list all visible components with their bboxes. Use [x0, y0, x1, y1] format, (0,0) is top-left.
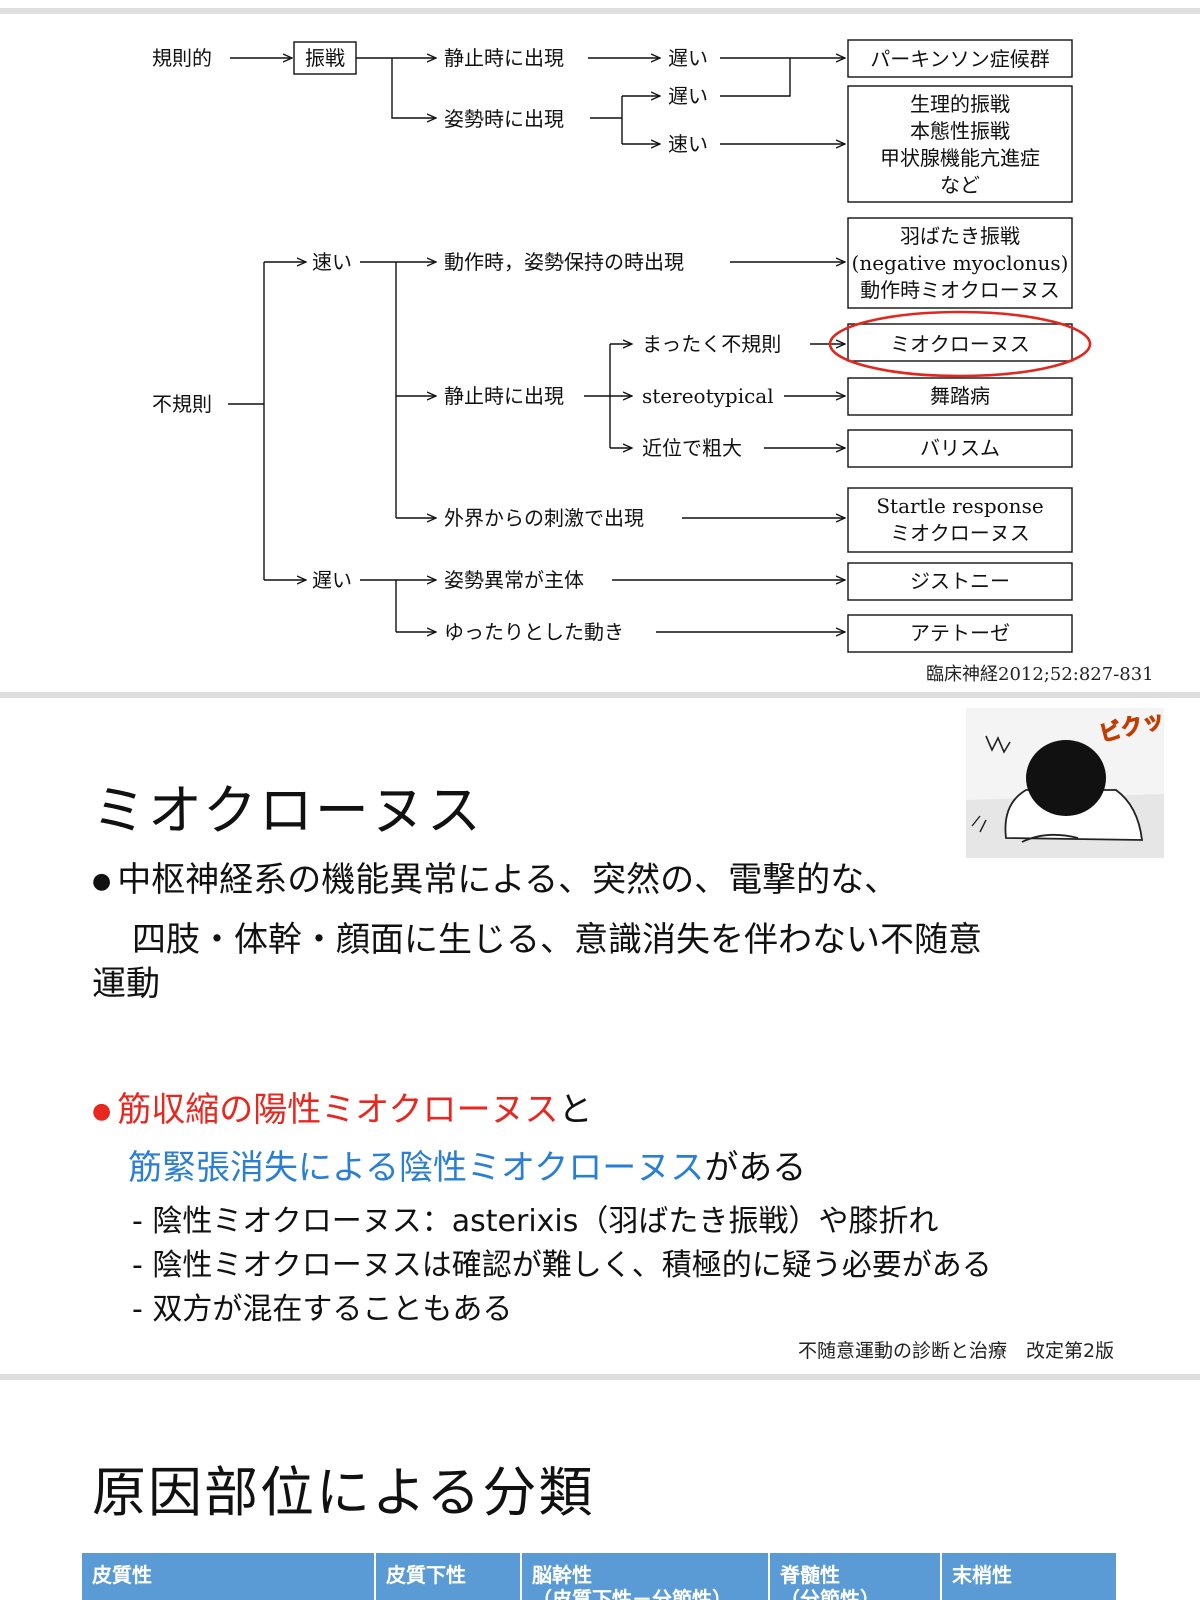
node-myoclonus: ミオクローヌス	[890, 332, 1030, 356]
node-athetosis: アテトーゼ	[910, 621, 1010, 645]
flowchart-citation: 臨床神経2012;52:827-831	[926, 664, 1154, 685]
bullet-negative-myoclonus: 筋緊張消失による陰性ミオクローヌスがある	[128, 1148, 807, 1188]
node-ballism: バリスム	[920, 436, 1000, 460]
bullet-positive-myoclonus: ●筋収縮の陽性ミオクローヌスと	[92, 1090, 593, 1130]
node-asterixis-1: 羽ばたき振戦	[900, 224, 1020, 248]
node-chorea: 舞踏病	[930, 384, 990, 408]
startled-person-illustration: ビクッ	[966, 708, 1164, 858]
node-slow-b: 遅い	[668, 84, 708, 108]
node-physio-1: 生理的振戦	[910, 92, 1010, 116]
node-posture-abnormal: 姿勢異常が主体	[444, 568, 584, 592]
node-action-posture: 動作時，姿勢保持の時出現	[444, 250, 684, 274]
sub-item-hard-to-confirm: - 陰性ミオクローヌスは確認が難しく、積極的に疑う必要がある	[132, 1248, 992, 1283]
node-stereotypical: stereotypical	[642, 384, 774, 408]
bullet-definition-line1: ●中枢神経系の機能異常による、突然の、電撃的な、	[92, 860, 899, 900]
classification-table-header: 皮質性 皮質下性 脳幹性 （皮質下性－分節性） 脊髄性 （分節性） 末梢性	[82, 1553, 1116, 1600]
slide-divider-1	[0, 692, 1200, 698]
slide-divider-2	[0, 1374, 1200, 1380]
node-parkinson: パーキンソン症候群	[870, 47, 1049, 71]
node-completely-irregular: まったく不規則	[642, 332, 781, 356]
node-posture-appear: 姿勢時に出現	[444, 107, 564, 131]
dystonia-box	[847, 562, 1073, 601]
bullet-definition-line3: 運動	[92, 964, 160, 1004]
node-fast-a: 速い	[668, 132, 708, 156]
node-tremor: 振戦	[305, 46, 345, 70]
node-rest-appear: 静止時に出現	[444, 46, 564, 70]
node-external-stimulus: 外界からの刺激で出現	[444, 506, 644, 530]
node-physio-3: 甲状腺機能亢進症	[880, 146, 1040, 170]
node-asterixis-3: 動作時ミオクローヌス	[860, 278, 1060, 302]
ballism-box	[847, 429, 1073, 468]
node-startle-2: ミオクローヌス	[890, 521, 1030, 545]
slide2-citation: 不随意運動の診断と治療 改定第2版	[798, 1340, 1115, 1362]
sub-item-asterixis: - 陰性ミオクローヌス：asterixis（羽ばたき振戦）や膝折れ	[132, 1204, 939, 1239]
node-regular: 規則的	[152, 46, 212, 70]
col-cortical: 皮質性	[82, 1553, 376, 1600]
col-spinal: 脊髄性 （分節性）	[770, 1553, 942, 1600]
bullet-dot-icon: ●	[92, 868, 112, 894]
node-dystonia: ジストニー	[910, 569, 1010, 593]
col-brainstem: 脳幹性 （皮質下性－分節性）	[522, 1553, 770, 1600]
node-irregular: 不規則	[152, 392, 212, 416]
chorea-box	[847, 377, 1073, 416]
node-slow-movement: ゆったりとした動き	[444, 620, 624, 644]
slide-divider-top	[0, 8, 1200, 14]
node-physio-4: など	[940, 173, 980, 197]
parkinson-box	[847, 39, 1073, 78]
col-subcortical: 皮質下性	[376, 1553, 522, 1600]
node-proximal-coarse: 近位で粗大	[642, 436, 742, 460]
node-asterixis-2: (negative myoclonus)	[852, 251, 1069, 275]
node-physio-2: 本態性振戦	[910, 119, 1010, 143]
sub-item-mixed: - 双方が混在することもある	[132, 1292, 513, 1327]
athetosis-box	[847, 614, 1073, 653]
myoclonus-highlight-ellipse	[828, 310, 1092, 378]
node-startle-1: Startle response	[876, 494, 1043, 518]
node-rest-appear-b: 静止時に出現	[444, 384, 564, 408]
bullet-definition-line2: 四肢・体幹・顔面に生じる、意識消失を伴わない不随意	[132, 920, 982, 960]
startle-box	[847, 487, 1073, 553]
slide3-title: 原因部位による分類	[92, 1461, 595, 1524]
bullet-dot-red-icon: ●	[92, 1098, 112, 1124]
movement-disorder-flowchart: 規則的 振戦 静止時に出現 姿勢時に出現 遅い 遅い 速い パーキンソン症候群 …	[152, 39, 1092, 653]
physiologic-tremor-box	[847, 85, 1073, 203]
slide2-title: ミオクローヌス	[92, 779, 483, 842]
node-slow-c: 遅い	[312, 568, 352, 592]
col-peripheral: 末梢性	[952, 1563, 1012, 1587]
node-slow-a: 遅い	[668, 46, 708, 70]
asterixis-box	[847, 217, 1073, 309]
myoclonus-box	[847, 323, 1073, 362]
node-fast-b: 速い	[312, 250, 352, 274]
